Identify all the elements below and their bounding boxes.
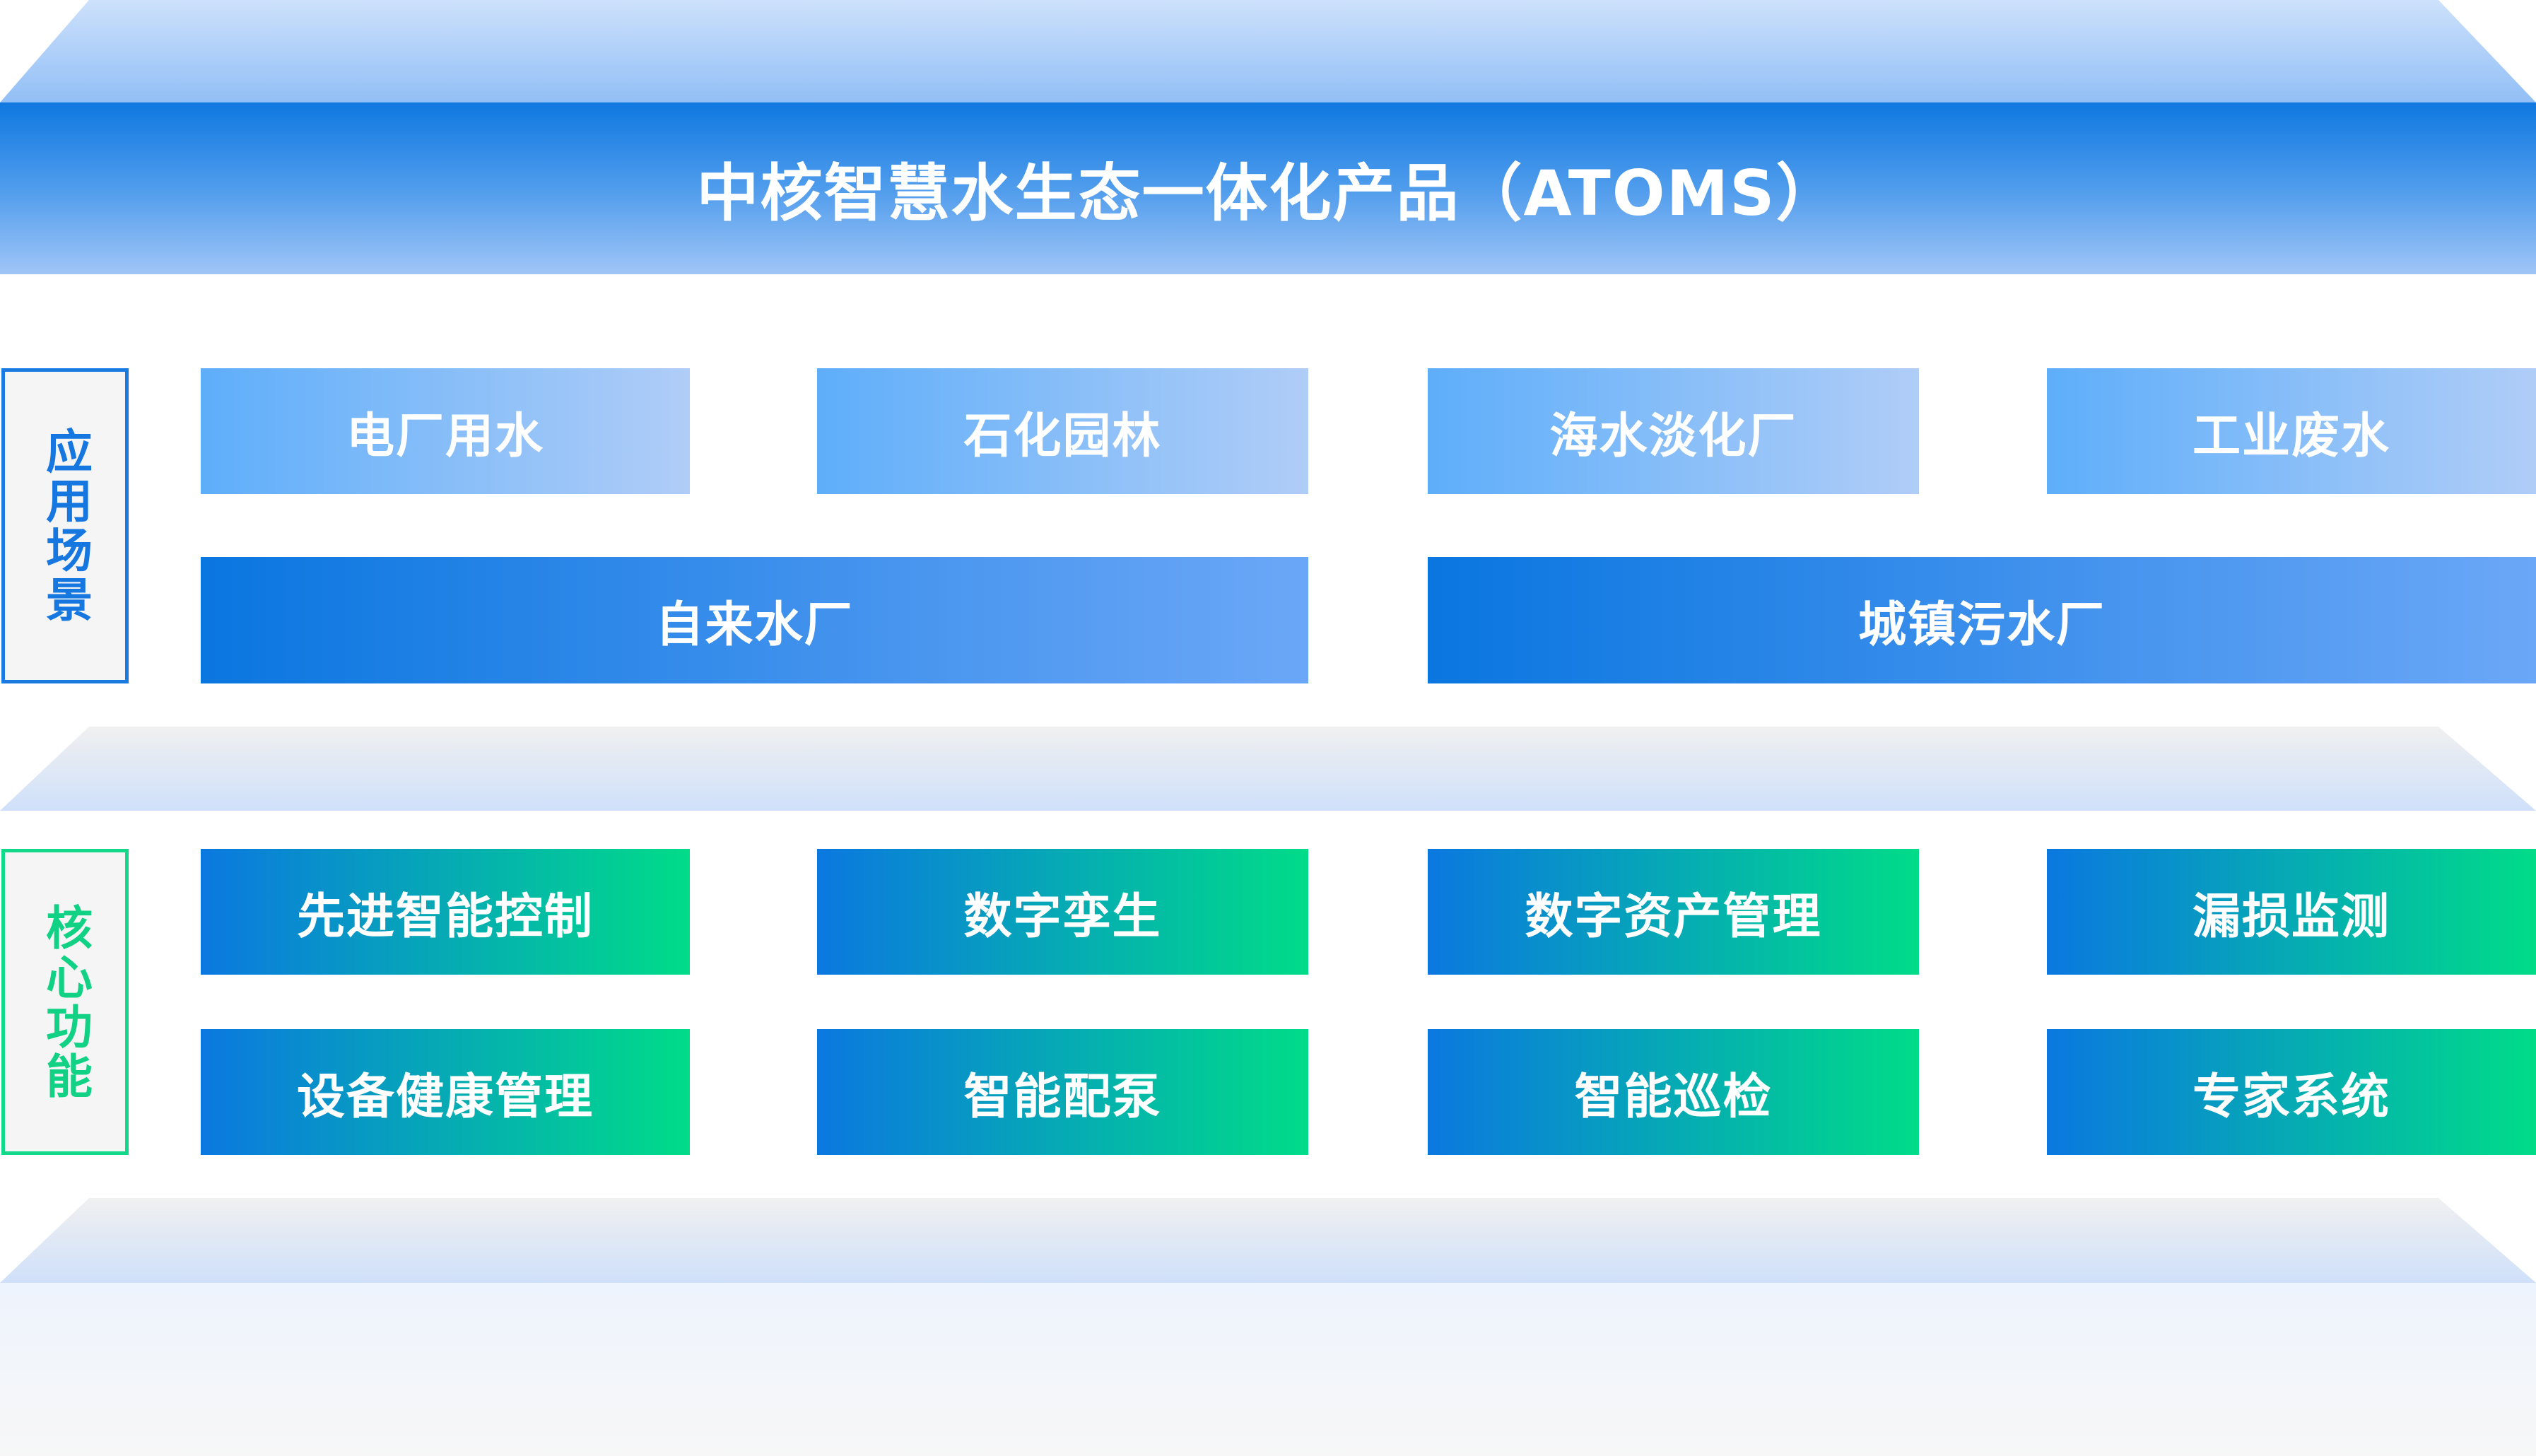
page-title: 中核智慧水生态一体化产品（ATOMS） xyxy=(696,157,1840,230)
core-functions-label-text: 核心功能 xyxy=(38,903,93,1101)
scenarios-label: 应用场景 xyxy=(1,368,129,683)
core-smart-inspection: 智能巡检 xyxy=(1428,1029,1919,1155)
core-functions-label: 核心功能 xyxy=(1,849,129,1155)
core-smart-pump: 智能配泵 xyxy=(817,1029,1308,1155)
top-platform-decoration xyxy=(0,0,2536,102)
scenarios-label-text: 应用场景 xyxy=(38,427,93,625)
core-digital-twin: 数字孪生 xyxy=(817,849,1308,975)
bottom-platform-decoration xyxy=(0,1198,2536,1283)
scenario-power-plant-water: 电厂用水 xyxy=(201,368,690,494)
core-digital-asset-management: 数字资产管理 xyxy=(1428,849,1919,975)
core-leak-monitoring: 漏损监测 xyxy=(2047,849,2536,975)
scenario-waterworks: 自来水厂 xyxy=(201,557,1308,683)
base-panel xyxy=(0,1283,2536,1456)
scenario-desalination-plant: 海水淡化厂 xyxy=(1428,368,1919,494)
core-expert-system: 专家系统 xyxy=(2047,1029,2536,1155)
middle-platform-decoration xyxy=(0,727,2536,811)
scenario-sewage-plant: 城镇污水厂 xyxy=(1428,557,2536,683)
core-equipment-health: 设备健康管理 xyxy=(201,1029,690,1155)
core-advanced-control: 先进智能控制 xyxy=(201,849,690,975)
scenario-petrochemical-park: 石化园林 xyxy=(817,368,1308,494)
scenario-industrial-wastewater: 工业废水 xyxy=(2047,368,2536,494)
title-banner: 中核智慧水生态一体化产品（ATOMS） xyxy=(0,102,2536,274)
